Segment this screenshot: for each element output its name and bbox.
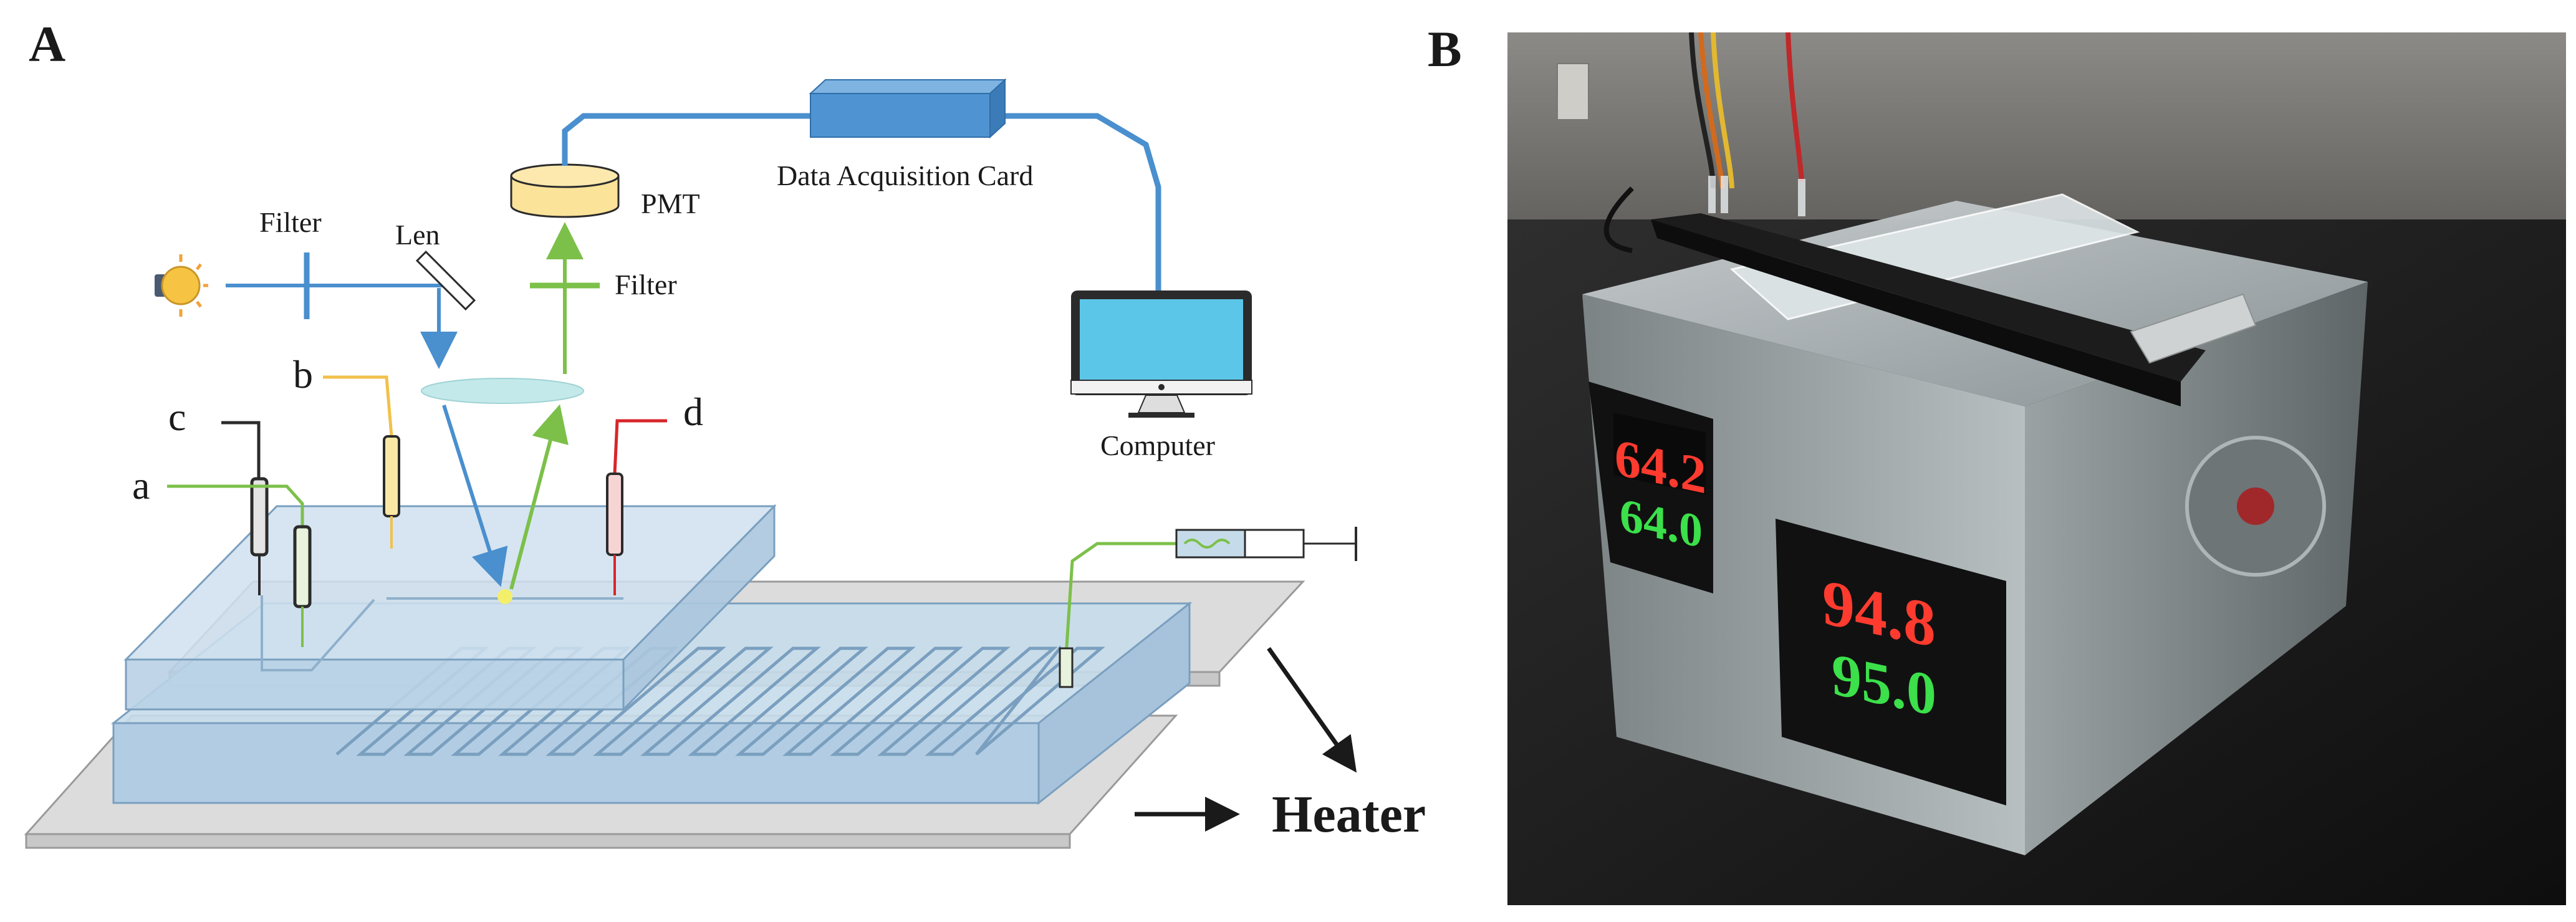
cable-pmt-to-card	[562, 113, 810, 166]
box-side	[2025, 282, 2368, 855]
electrode-a	[293, 525, 312, 608]
cable-orange	[1698, 32, 1725, 189]
panel-label-a: A	[29, 16, 66, 72]
device-photo-illustration: 64.2 64.0 94.8 95.0	[1507, 32, 2566, 905]
clamp-bar-front	[1651, 219, 2181, 406]
temperature-controller-1	[1588, 382, 1713, 593]
temperature-controller-2	[1776, 519, 2006, 805]
tube-1	[1708, 176, 1716, 213]
clamp-bar	[1651, 213, 2206, 382]
cable-loop-black	[1603, 186, 1634, 253]
light-source-icon	[155, 254, 208, 317]
syringe-barrel	[1175, 529, 1246, 559]
label-pmt: PMT	[641, 188, 700, 219]
panel-label-b: B	[1428, 21, 1462, 77]
upper-chip-channel	[261, 595, 375, 671]
label-filter-excitation: Filter	[259, 206, 322, 238]
upper-chip-front	[125, 658, 625, 711]
electrode-label-a: a	[132, 463, 150, 507]
inlet-tube	[1064, 542, 1176, 656]
label-filter-emission: Filter	[615, 269, 677, 300]
cable-yellow	[1711, 32, 1734, 189]
cable-red	[1785, 32, 1804, 183]
electrode-d	[606, 473, 623, 556]
label-heater: Heater	[1272, 785, 1426, 843]
electrode-a-wire	[167, 484, 304, 527]
data-acquisition-card-icon	[809, 78, 1007, 139]
label-data-acquisition-card: Data Acquisition Card	[777, 160, 1033, 191]
electrode-label-d: d	[683, 390, 703, 434]
wall-outlet	[1557, 63, 1589, 120]
electrode-b-wire	[323, 375, 393, 437]
inlet-port	[1059, 647, 1074, 688]
emission-beam-to-lens	[509, 404, 569, 590]
device-photo: 64.2 64.0 94.8 95.0	[1507, 32, 2566, 905]
electrode-label-b: b	[293, 352, 313, 396]
heater-arrow-diagonal	[1267, 646, 1357, 773]
side-fan-hub	[2237, 487, 2274, 525]
schematic-diagram: a b c d	[24, 78, 1426, 849]
cable-card-to-computer	[1002, 113, 1161, 293]
electrode-c	[250, 477, 269, 557]
syringe	[1059, 527, 1357, 688]
optical-path	[155, 78, 1252, 590]
heater-plate-lower-edge	[25, 833, 1071, 849]
cable-black	[1689, 32, 1716, 189]
lens-mirror	[415, 250, 476, 311]
label-computer: Computer	[1100, 430, 1215, 461]
pmt-icon	[510, 163, 620, 218]
lower-chip-side	[1037, 601, 1191, 805]
tube-2	[1721, 176, 1728, 213]
computer-icon	[1070, 291, 1252, 418]
detection-spot	[497, 589, 512, 604]
electrode-label-c: c	[168, 395, 186, 439]
upper-chip-side	[622, 504, 776, 712]
label-len: Len	[395, 219, 440, 251]
syringe-liquid-wave	[1183, 539, 1231, 549]
excitation-beam-to-sample	[442, 405, 508, 587]
syringe-body	[1244, 529, 1305, 559]
electrodes	[167, 375, 667, 647]
metal-plate	[2130, 293, 2257, 364]
lower-chip-front	[112, 722, 1040, 804]
tube-3	[1798, 179, 1805, 216]
objective-lens	[421, 378, 584, 404]
electrode-c-wire	[221, 421, 261, 479]
electrode-d-wire	[613, 419, 667, 474]
electrode-b	[383, 435, 400, 517]
